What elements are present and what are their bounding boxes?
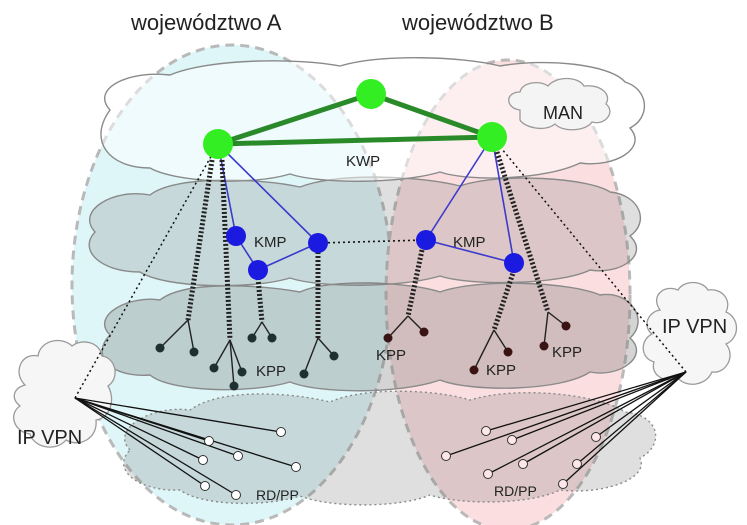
kmp-link <box>217 143 319 244</box>
kmp-link <box>425 239 515 264</box>
rdpp-link-right <box>562 371 687 485</box>
kpp-node-a <box>247 333 257 343</box>
region-b-ellipse <box>384 58 632 525</box>
kpp-trunk-a <box>185 159 215 321</box>
kmp-label-right: KMP <box>453 234 486 251</box>
kpp-node-a <box>189 347 199 357</box>
rdpp-node-right <box>507 435 517 445</box>
kmp-link <box>425 136 493 241</box>
rdpp-node-left <box>233 451 243 461</box>
ipvpn-left-cloud <box>13 339 116 448</box>
kpp-trunk-a <box>255 277 265 323</box>
kpp-node-a <box>155 343 165 353</box>
rdpp-link-left <box>74 397 206 487</box>
layer-kmp-cloud <box>88 176 641 287</box>
rdpp-node-right <box>518 459 528 469</box>
kpp-branch-b <box>543 311 549 347</box>
kmp-inter-region-dotted-link <box>317 239 427 244</box>
rdpp-link-left <box>74 397 237 496</box>
region-a-title: województwo A <box>130 10 282 35</box>
kwp-node <box>477 122 507 152</box>
rdpp-link-right <box>595 371 687 438</box>
rdpp-node-right <box>441 451 451 461</box>
kwp-link-left-top <box>217 91 372 147</box>
rdpp-label-right: RD/PP <box>494 483 537 499</box>
rdpp-link-right <box>511 371 687 441</box>
vpn-left-dotted-link <box>74 143 219 399</box>
kmp-label-left: KMP <box>254 234 287 251</box>
rdpp-link-left <box>74 397 297 468</box>
kmp-link <box>491 136 515 264</box>
kpp-node-a <box>237 367 247 377</box>
ipvpn-left-label: IP VPN <box>17 427 82 449</box>
kpp-label-b1: KPP <box>376 347 406 364</box>
rdpp-link-right <box>576 371 687 465</box>
kpp-branch-b <box>473 329 495 371</box>
ipvpn-right-cloud <box>642 281 738 385</box>
kwp-link-top-right <box>370 91 493 140</box>
kpp-label-b2: KPP <box>486 362 516 379</box>
kpp-node-a <box>267 333 277 343</box>
kpp-node-b <box>469 365 479 375</box>
kwp-node <box>203 129 233 159</box>
kpp-node-b <box>539 341 549 351</box>
rdpp-node-left <box>204 436 214 446</box>
rdpp-link-right <box>445 371 687 457</box>
rdpp-node-right <box>558 479 568 489</box>
rdpp-node-left <box>231 490 241 500</box>
kpp-branch-a <box>229 339 243 373</box>
rdpp-node-right <box>481 426 491 436</box>
man-label: MAN <box>543 103 583 123</box>
rdpp-node-left <box>291 462 301 472</box>
kmp-node <box>416 230 436 250</box>
kpp-branch-a <box>187 319 195 353</box>
kwp-link-left-right <box>217 134 493 147</box>
rdpp-label-left: RD/PP <box>256 487 299 503</box>
kpp-trunk-b <box>491 269 517 331</box>
ipvpn-right-label: IP VPN <box>662 316 727 338</box>
kwp-label: KWP <box>346 153 380 170</box>
rdpp-node-right <box>572 459 582 469</box>
kpp-branch-a <box>159 319 189 349</box>
rdpp-node-right <box>591 432 601 442</box>
kpp-branch-a <box>229 339 235 387</box>
kpp-node-b <box>503 347 513 357</box>
rdpp-link-right <box>522 371 687 465</box>
kmp-link <box>257 242 319 271</box>
layer-kwp-cloud <box>100 57 646 182</box>
rdpp-link-right <box>485 371 687 432</box>
kpp-branch-b <box>387 315 409 339</box>
rdpp-node-left <box>198 455 208 465</box>
layer-kpp-cloud <box>101 282 639 392</box>
rdpp-link-left <box>74 397 282 433</box>
man-cloud <box>508 77 611 131</box>
vpn-right-dotted-link <box>491 136 687 373</box>
kpp-branch-a <box>213 339 231 369</box>
kmp-link <box>217 143 237 237</box>
kpp-trunk-b <box>405 249 425 317</box>
rdpp-node-right <box>483 469 493 479</box>
kpp-node-a <box>209 363 219 373</box>
rdpp-node-left <box>200 481 210 491</box>
kwp-node <box>356 79 386 109</box>
kpp-node-b <box>419 327 429 337</box>
kpp-node-b <box>383 333 393 343</box>
rdpp-link-left <box>74 397 239 457</box>
kpp-node-b <box>561 321 571 331</box>
rdpp-link-left <box>74 397 204 461</box>
kpp-label-a: KPP <box>256 363 286 380</box>
kpp-branch-a <box>303 337 319 375</box>
kpp-node-a <box>299 369 309 379</box>
region-b-title: województwo B <box>401 10 554 35</box>
kpp-node-a <box>229 381 239 391</box>
kmp-node <box>504 253 524 273</box>
rdpp-link-right <box>487 371 687 475</box>
kpp-label-b3: KPP <box>552 344 582 361</box>
kmp-node <box>248 260 268 280</box>
kmp-node <box>308 233 328 253</box>
kmp-node <box>226 226 246 246</box>
kpp-node-a <box>329 351 339 361</box>
rdpp-node-left <box>276 427 286 437</box>
